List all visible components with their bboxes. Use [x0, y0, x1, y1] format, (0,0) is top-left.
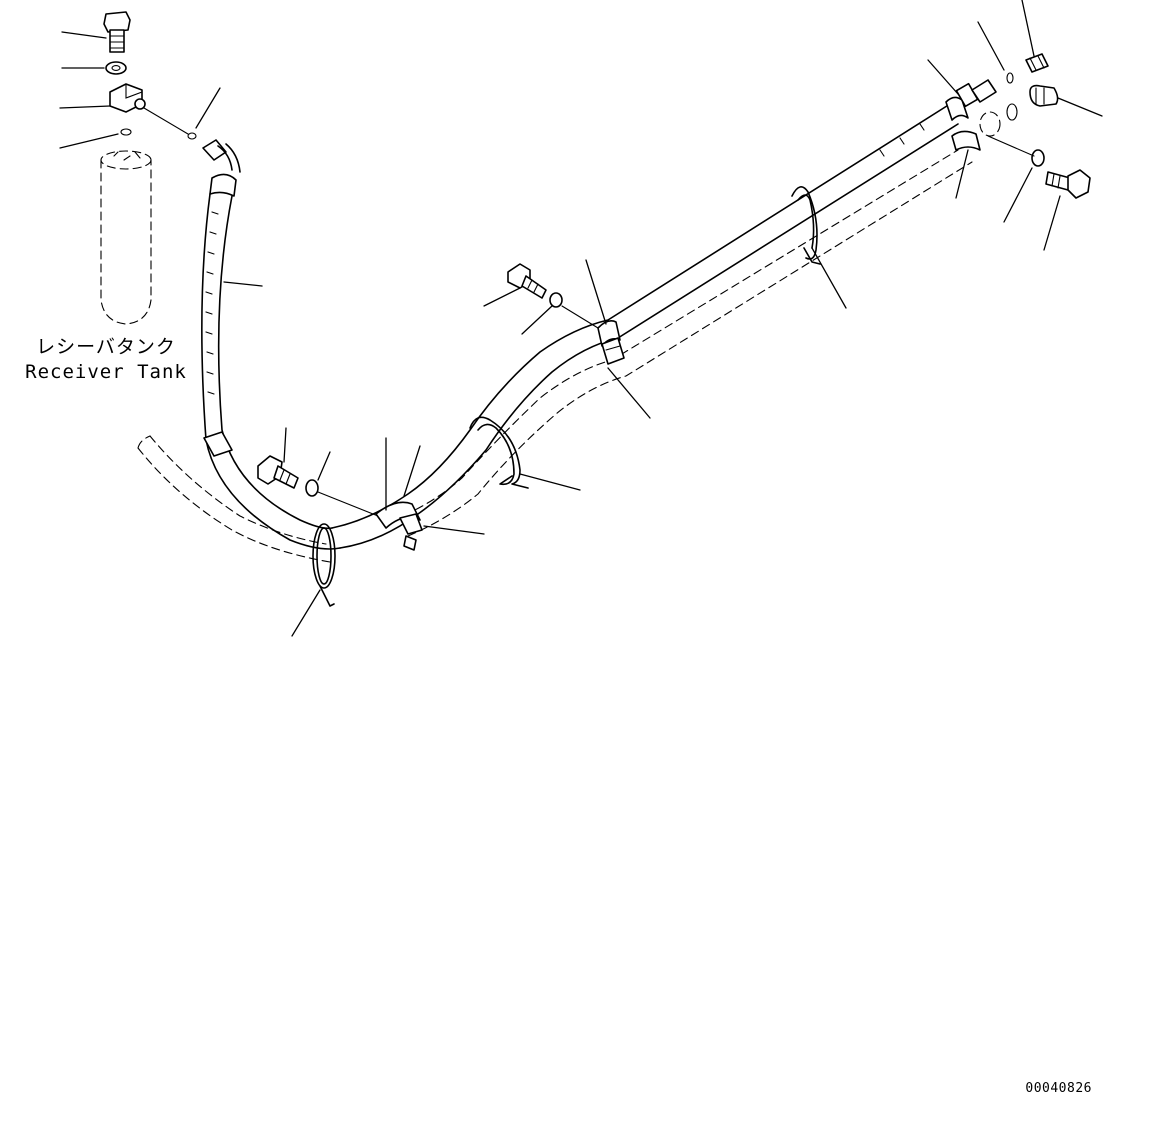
union-fitting-right [1029, 84, 1059, 107]
receiver-tank-label-en: Receiver Tank [25, 361, 187, 383]
main-hose [331, 103, 959, 549]
drawing-code: 00040826 [1025, 1081, 1092, 1096]
phantom-hose-main [391, 149, 973, 537]
block-fitting-top-left [109, 83, 146, 113]
receiver-tank [100, 150, 152, 325]
union-fitting-top-right [1025, 53, 1049, 73]
o-ring-right [1006, 103, 1018, 121]
phantom-hose-left [137, 435, 331, 563]
hose-end-fitting-upper [945, 79, 997, 121]
phantom-fitting [979, 111, 1001, 137]
left-hose [201, 139, 341, 550]
bolt-upper-middle [507, 263, 547, 299]
hose-clip-ring-upper [791, 186, 821, 265]
washer-right [1031, 149, 1045, 167]
bolt-right [1045, 169, 1091, 199]
washer-middle [305, 479, 319, 497]
hose-clip-ring-lower [312, 523, 336, 607]
washer-top-left [105, 61, 127, 75]
bolt-top-left [103, 11, 131, 53]
bolt-middle [257, 455, 299, 489]
hose-clamp-upper [597, 320, 625, 365]
washer-upper-middle [549, 292, 563, 308]
hose-clip-ring-middle [469, 416, 529, 489]
o-ring-upper-right [1006, 72, 1014, 84]
o-ring-top-left [120, 128, 132, 136]
hose-end-fitting-lower [951, 130, 981, 151]
receiver-tank-label-jp: レシーバタンク [36, 336, 176, 358]
hose-clamp-lower [375, 501, 423, 551]
